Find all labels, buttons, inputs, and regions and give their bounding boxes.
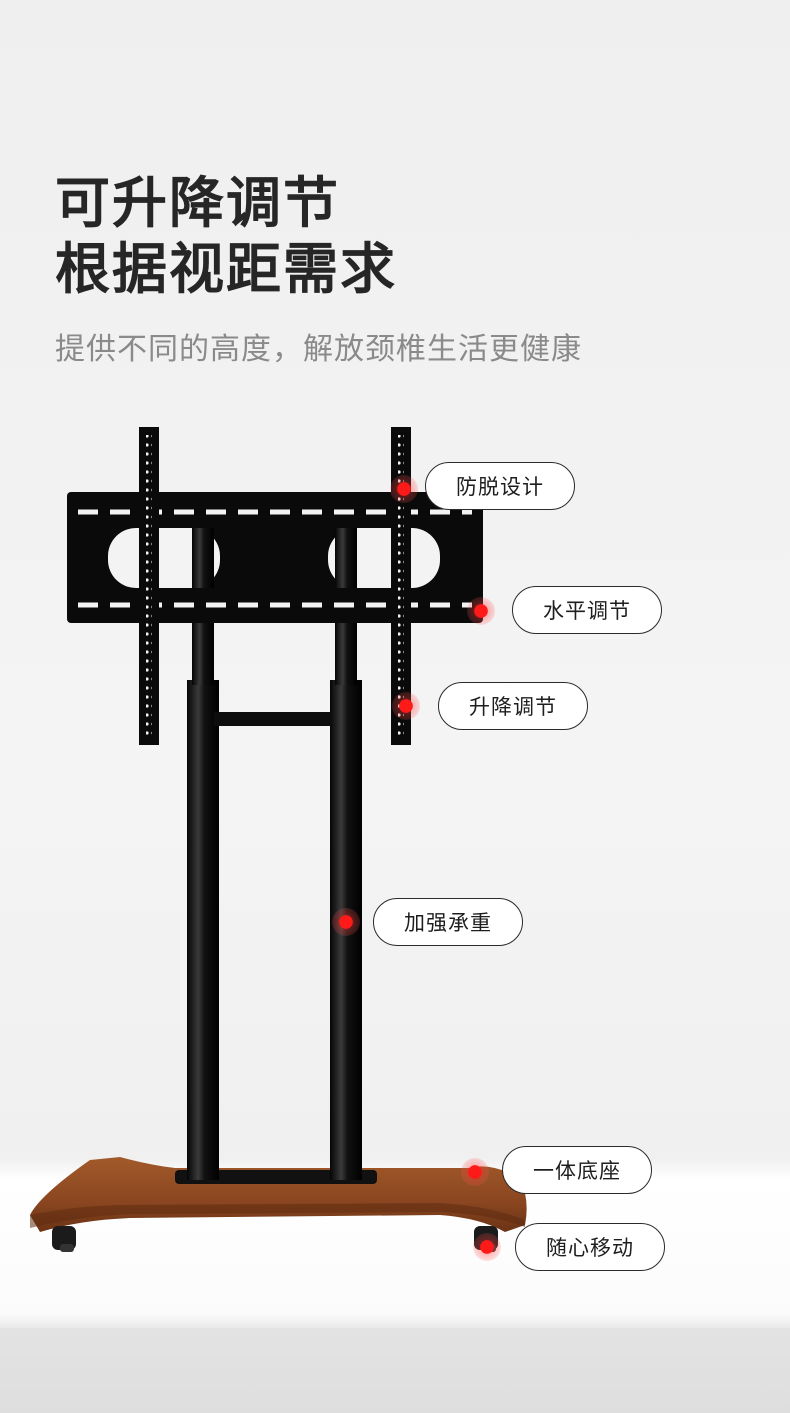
floor-band <box>0 1328 790 1413</box>
subheadline: 提供不同的高度，解放颈椎生活更健康 <box>55 332 582 367</box>
feature-callout-mobility: 随心移动 <box>515 1223 665 1271</box>
feature-callout-horizontal-adjust: 水平调节 <box>512 586 662 634</box>
highlight-dot <box>392 692 420 720</box>
caster-wheels <box>52 1226 498 1252</box>
feature-callout-anti-drop: 防脱设计 <box>425 462 575 510</box>
wooden-base <box>30 1157 527 1232</box>
highlight-dot <box>390 475 418 503</box>
highlight-dot <box>467 597 495 625</box>
feature-label: 随心移动 <box>546 1236 634 1260</box>
highlight-dot <box>461 1158 489 1186</box>
feature-callout-height-adjust: 升降调节 <box>438 682 588 730</box>
headline-line-1: 可升降调节 <box>55 171 341 235</box>
feature-label: 水平调节 <box>543 599 631 623</box>
feature-label: 升降调节 <box>469 695 557 719</box>
feature-label: 加强承重 <box>404 911 492 935</box>
headline: 可升降调节 根据视距需求 <box>55 170 397 302</box>
headline-line-2: 根据视距需求 <box>55 237 398 301</box>
feature-callout-reinforced-load: 加强承重 <box>373 898 523 946</box>
feature-callout-integrated-base: 一体底座 <box>502 1146 652 1194</box>
highlight-dot <box>332 908 360 936</box>
feature-label: 一体底座 <box>533 1159 621 1183</box>
highlight-dot <box>473 1233 501 1261</box>
feature-label: 防脱设计 <box>456 475 544 499</box>
